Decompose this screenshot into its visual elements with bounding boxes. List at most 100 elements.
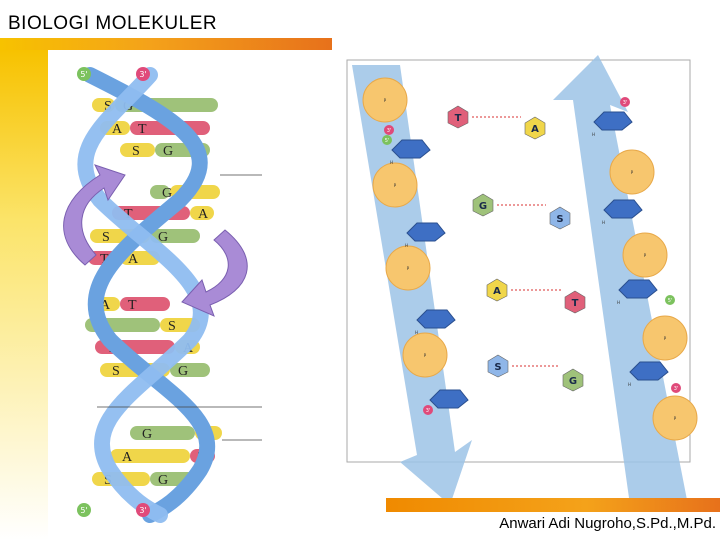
base-right-label: T <box>138 122 147 137</box>
base-hexagon <box>487 354 509 378</box>
end-label: 3' <box>426 408 431 414</box>
base-label: T <box>455 113 462 124</box>
sugar-pentagon <box>416 309 456 329</box>
base-left-label: S <box>112 364 120 379</box>
base-label: G <box>479 201 487 212</box>
sugar-ring: H <box>602 199 643 225</box>
sugar-ring: H <box>390 139 431 165</box>
base-left-label: G <box>142 427 152 442</box>
helix-end-3-top: 3' <box>139 70 146 79</box>
end-circle <box>382 135 392 145</box>
base-left-label: S <box>132 144 140 159</box>
end-circle <box>384 125 394 135</box>
antiparallel-arrow-up <box>553 55 688 505</box>
phosphate-circle <box>609 149 655 195</box>
base-left-label: A <box>122 450 133 465</box>
phosphate-circle <box>385 245 431 291</box>
strand-end-marker: 5' <box>665 295 675 305</box>
phosphate-group: P <box>402 332 448 378</box>
base-label: A <box>531 124 539 135</box>
base-hexagon <box>549 206 571 230</box>
base-left-label: S <box>104 99 112 114</box>
sugar-pentagon <box>629 361 669 381</box>
phosphate-circle <box>622 232 668 278</box>
sugar-ring: H <box>405 222 446 248</box>
end-circle <box>671 383 681 393</box>
sugar-atom-label: H <box>390 160 393 165</box>
base-label: G <box>569 376 577 387</box>
base-hexagon <box>524 116 546 140</box>
phosphate-label: P <box>394 183 397 188</box>
base-label: T <box>572 298 579 309</box>
base-hexagon <box>472 193 494 217</box>
base-right-label: A <box>128 252 139 267</box>
nitrogen-base: T <box>564 290 586 314</box>
strand-end-marker: 3' <box>671 383 681 393</box>
sugar-atom-label: H <box>617 300 620 305</box>
end-circle <box>620 97 630 107</box>
base-label: S <box>494 362 501 373</box>
phosphate-circle <box>362 77 408 123</box>
base-right <box>120 297 170 311</box>
phosphate-group: P <box>652 395 698 441</box>
base-right <box>170 363 210 377</box>
nitrogen-base: A <box>486 278 508 302</box>
base-left-label: T <box>124 207 133 222</box>
phosphate-label: P <box>384 98 387 103</box>
helix-backbone-back <box>77 67 209 523</box>
strand-end-marker: 5' <box>382 135 392 145</box>
helix-backbone-front <box>82 67 215 523</box>
nitrogen-base: T <box>447 105 469 129</box>
strand-end-marker: 3' <box>384 125 394 135</box>
slide-title: BIOLOGI MOLEKULER <box>8 13 218 34</box>
sugar-atom-label: H <box>415 330 418 335</box>
base-hexagon <box>562 368 584 392</box>
helix-end-3-bottom: 3' <box>139 506 146 515</box>
helix-end-5-bottom-marker <box>77 503 91 517</box>
sugar-ring: H <box>617 279 658 305</box>
base-left-label: A <box>112 122 123 137</box>
chem-node-group: PPPPHHHHPPPPHHHHTAGSATSG3'3'3'3'5'5' <box>362 77 698 441</box>
phosphate-group: P <box>362 77 408 123</box>
helix-end-5-top-marker <box>77 67 91 81</box>
base-left <box>130 426 195 440</box>
base-right-label: S <box>168 319 176 334</box>
phosphate-circle <box>652 395 698 441</box>
base-right-label: G <box>163 144 173 159</box>
helix-end-5-bottom: 5' <box>80 506 87 515</box>
phosphate-group: P <box>609 149 655 195</box>
base-right-label: G <box>158 230 168 245</box>
phosphate-circle <box>642 315 688 361</box>
sugar-pentagon <box>593 111 633 131</box>
nitrogen-base: S <box>487 354 509 378</box>
base-left <box>150 185 170 199</box>
end-label: 3' <box>623 100 628 106</box>
title-underline-bar <box>0 38 332 50</box>
rotation-arrow-right <box>181 229 248 317</box>
base-right <box>190 206 214 220</box>
base-hexagon <box>447 105 469 129</box>
sugar-ring: H <box>592 111 633 137</box>
sugar-atom-label: H <box>405 243 408 248</box>
phosphate-group: P <box>385 245 431 291</box>
end-label: 5' <box>668 298 673 304</box>
helix-end-5-top: 5' <box>80 70 87 79</box>
base-left <box>110 449 190 463</box>
nitrogen-base: G <box>562 368 584 392</box>
sugar-atom-label: H <box>602 220 605 225</box>
rotation-arrow-left <box>63 164 126 266</box>
base-right-label: A <box>198 207 209 222</box>
sugar-atom-label: H <box>628 382 631 387</box>
sugar-ring: H <box>628 361 669 387</box>
base-right <box>150 229 200 243</box>
base-right-label: G <box>158 473 168 488</box>
phosphate-circle <box>402 332 448 378</box>
sugar-pentagon <box>429 389 469 409</box>
nitrogen-base: A <box>524 116 546 140</box>
phosphate-label: P <box>407 266 410 271</box>
nitrogen-base: S <box>549 206 571 230</box>
phosphate-label: P <box>664 336 667 341</box>
sugar-ring: H <box>415 309 456 335</box>
base-left <box>120 143 155 157</box>
